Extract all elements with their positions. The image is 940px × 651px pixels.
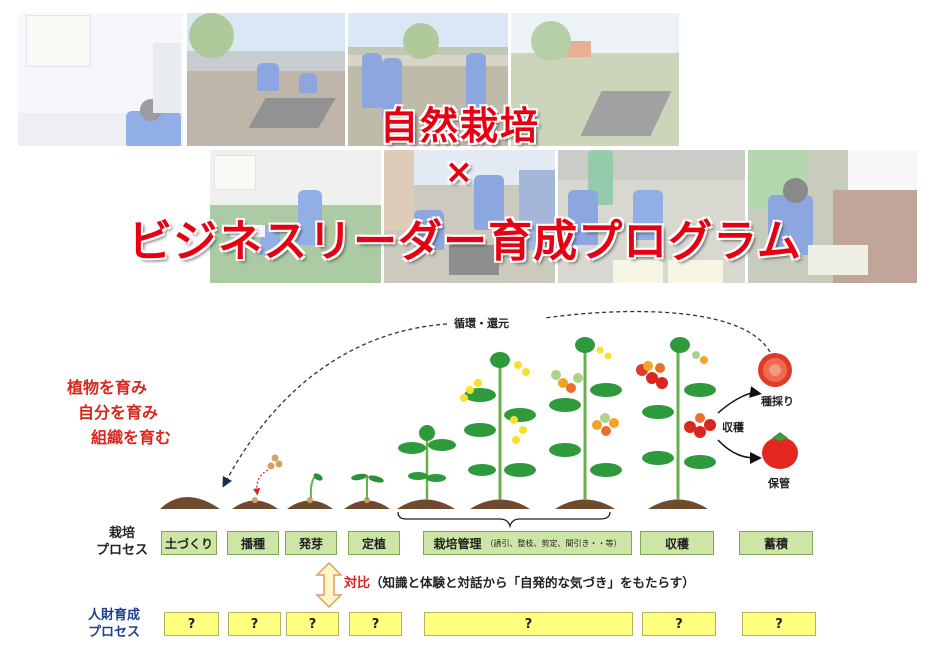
sprout-icon <box>309 475 317 499</box>
hr-step-3: ? <box>286 612 339 636</box>
process-step-germination: 発芽 <box>285 531 337 555</box>
photo-field-rows <box>511 13 679 146</box>
hr-step-1: ? <box>164 612 219 636</box>
hr-step-5: ? <box>424 612 633 636</box>
fruiting-plant-icon <box>549 337 622 500</box>
process-step-soil-prep: 土づくり <box>161 531 217 555</box>
slogan-line-1: 植物を育み <box>67 378 148 397</box>
whole-tomato-icon <box>762 432 798 469</box>
harvest-arrow-label: 収穫 <box>722 421 744 434</box>
title-line-1: 自然栽培 <box>379 104 540 148</box>
cultivation-label-line-1: 栽培 <box>109 526 136 541</box>
contrast-text: 対比（知識と体験と対話から「自発的な気づき」をもたらす） <box>344 572 695 591</box>
process-step-sowing: 播種 <box>227 531 279 555</box>
photo-classroom-lecture <box>18 13 183 146</box>
hr-label-line-1: 人財育成 <box>88 608 141 623</box>
flowering-plant-icon <box>460 352 536 500</box>
title-line-3: ビジネスリーダー育成プログラム <box>128 216 802 267</box>
cut-tomato-icon <box>758 353 792 387</box>
photo-planter-trellis <box>748 150 917 283</box>
hr-label-line-2: プロセス <box>88 625 141 640</box>
seed-collect-label: 種採り <box>761 395 794 408</box>
process-step-harvest: 収穫 <box>640 531 714 555</box>
hr-step-2: ? <box>228 612 281 636</box>
process-step-cultivation-management: 栽培管理 （誘引、整枝、剪定、間引き・・等） <box>423 531 632 555</box>
cycle-label: 循環・還元 <box>454 317 509 330</box>
slogan-line-2: 自分を育み <box>78 403 159 422</box>
photo-outdoor-workshop <box>210 150 381 283</box>
hr-step-4: ? <box>349 612 402 636</box>
process-step-transplant: 定植 <box>348 531 400 555</box>
double-arrow-icon <box>315 561 343 609</box>
storage-label: 保管 <box>768 477 790 490</box>
cultivation-process-label: 栽培 プロセス <box>96 525 148 559</box>
photo-field-soil-prep <box>187 13 345 146</box>
soil-mound-icon <box>160 497 708 509</box>
contrast-keyword: 対比 <box>344 576 371 591</box>
hr-step-7: ? <box>742 612 816 636</box>
photo-field-discussion <box>348 13 508 146</box>
cultivation-label-line-2: プロセス <box>96 543 149 558</box>
contrast-description: （知識と体験と対話から「自発的な気づき」をもたらす） <box>370 575 695 590</box>
slogan-line-3: 組織を育む <box>91 428 172 447</box>
title-line-2: × <box>444 152 476 192</box>
process-step-accumulation: 蓄積 <box>739 531 813 555</box>
young-plant-icon <box>398 425 456 500</box>
seedling-icon <box>351 473 384 500</box>
ripe-plant-icon <box>636 337 716 500</box>
photo-planting-pots <box>384 150 555 283</box>
hr-step-6: ? <box>642 612 716 636</box>
photo-group-observing <box>558 150 745 283</box>
hr-process-label: 人財育成 プロセス <box>88 607 140 641</box>
